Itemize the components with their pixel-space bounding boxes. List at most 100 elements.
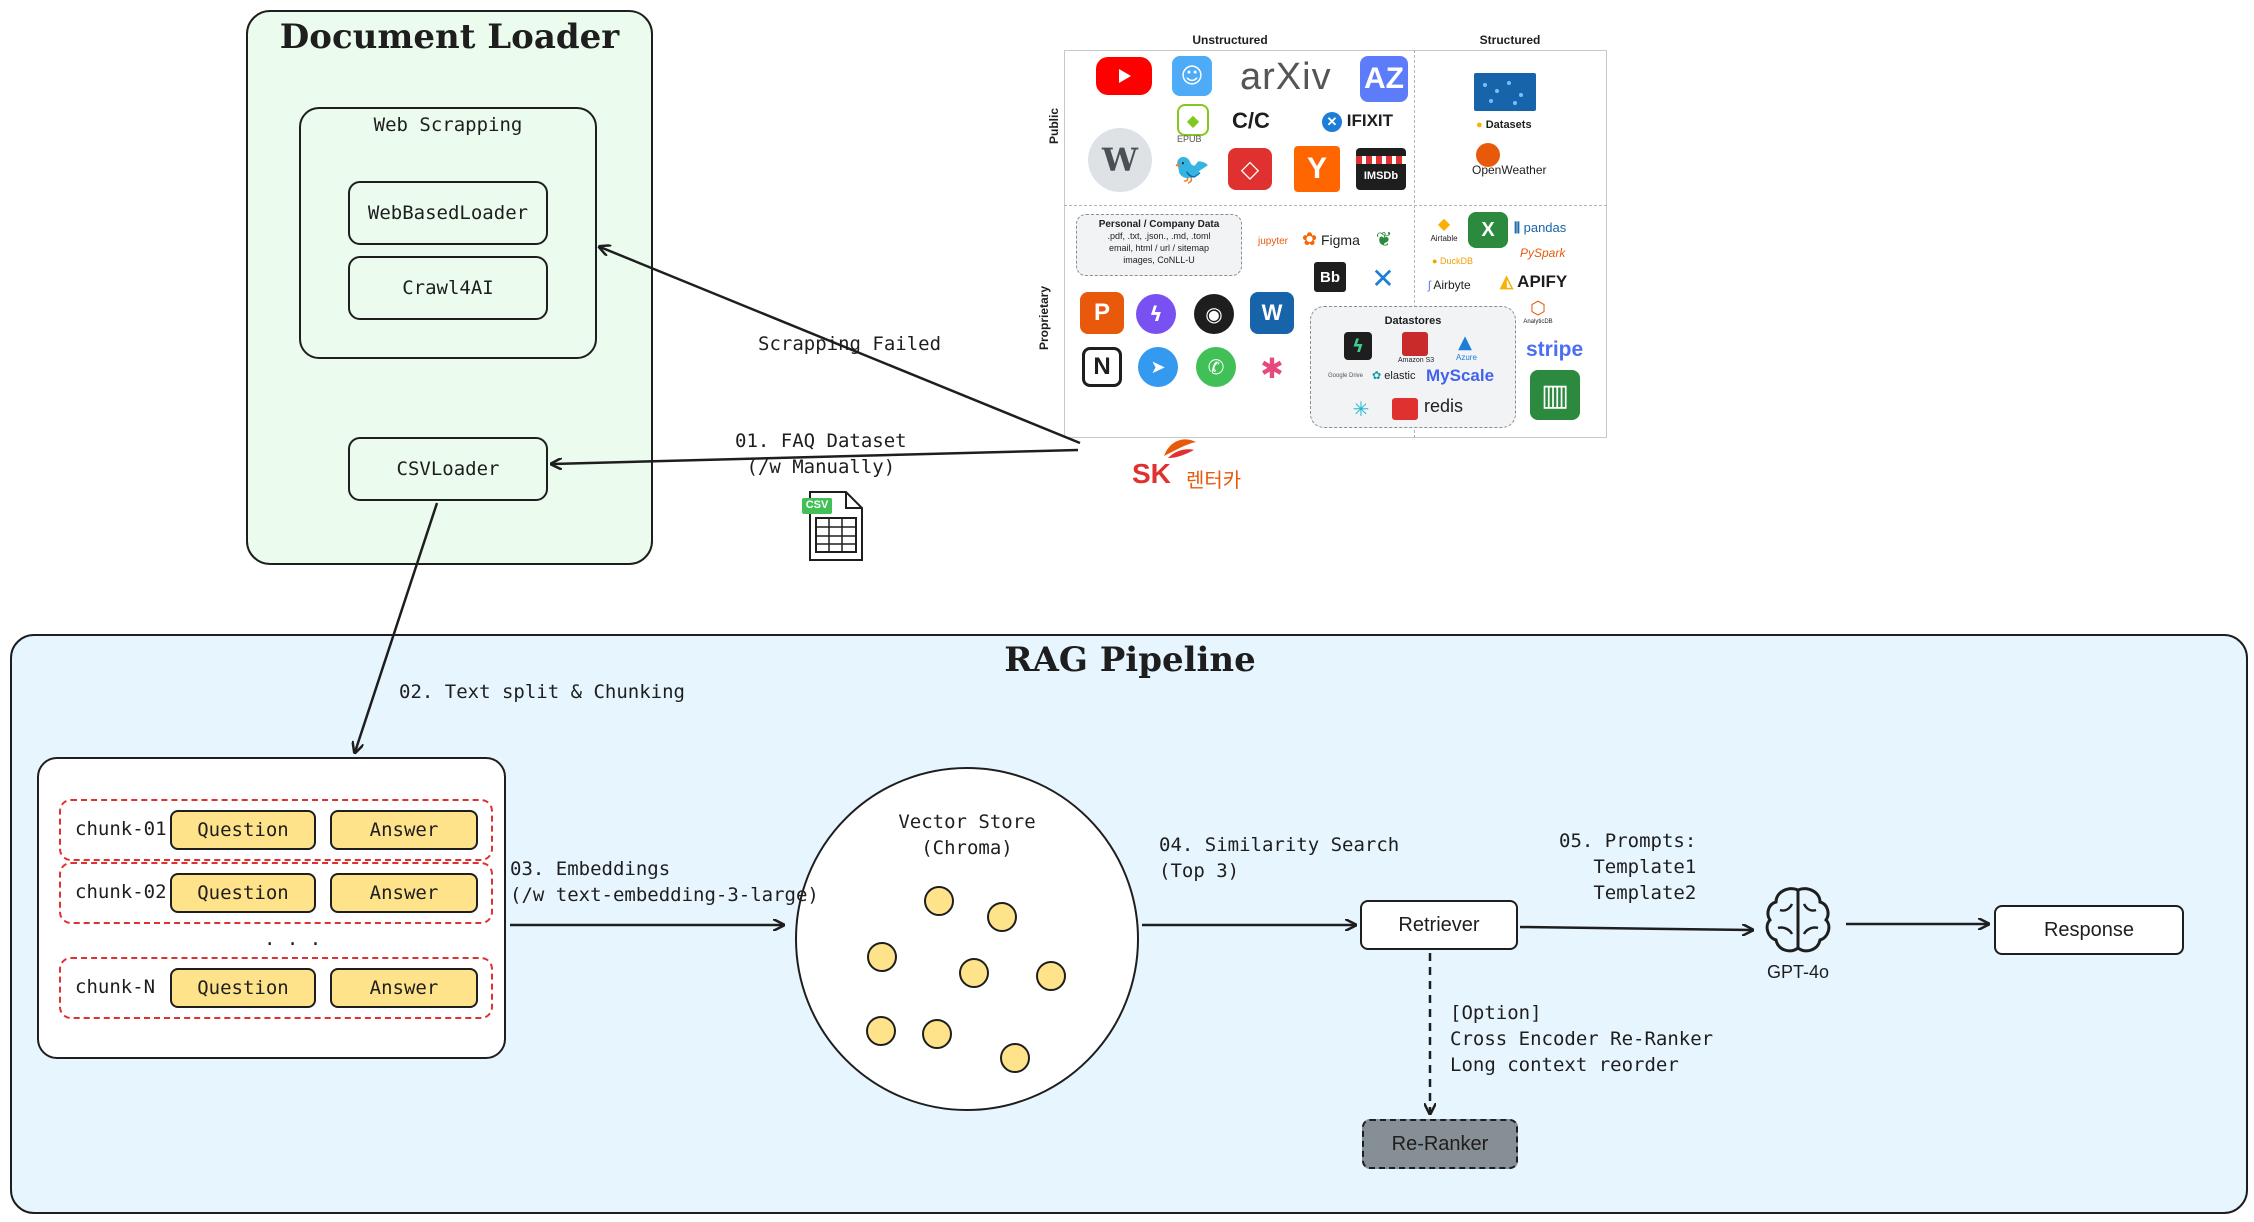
webbasedloader-label: WebBasedLoader [367,202,529,224]
pandas-label: pandas [1523,220,1567,235]
gpt-label: GPT-4o [1766,961,1830,982]
sk-logo-subtext: 렌터카 [1186,470,1242,492]
crawl4ai-label: Crawl4AI [402,277,494,299]
personal-data-title: Personal / Company Data [1098,219,1220,230]
chunk-row-2 [59,862,493,924]
personal-data-lines: .pdf, .txt, .json., .md, .toml email, ht… [1107,231,1211,265]
chunk-name-1: chunk-01 [75,818,167,840]
answer-text-1: Answer [369,819,439,841]
messenger-icon: ϟ [1136,294,1176,334]
stripe-logo: stripe [1526,338,1584,361]
embeddings-label: 03. Embeddings (/w text-embedding-3-larg… [510,858,819,906]
figma-logo: ✿ Figma [1302,229,1360,250]
csvloader-node[interactable]: CSVLoader [348,437,548,501]
airtable-icon: ◆ [1437,216,1451,233]
web-scrapping-label: Web Scrapping [373,114,523,136]
question-text-1: Question [197,819,289,841]
word-logo: W [1250,292,1294,334]
answer-chip-2: Answer [330,873,478,913]
analyticdb-icon: ⬡ [1530,298,1546,318]
chunk-ellipsis: . . . [264,928,322,950]
csv-file-icon [802,491,863,561]
prompts-label: 05. Prompts: Template1 Template2 [1559,830,1697,904]
public-header: Public [1047,108,1061,145]
airbyte-label: Airbyte [1433,278,1471,292]
faq-dataset-label: 01. FAQ Dataset (/w Manually) [735,430,907,478]
airtable-logo: ◆ Airtable [1424,214,1464,243]
sk-logo-text: SK [1132,458,1171,489]
retriever-node[interactable]: Retriever [1360,900,1518,950]
vector-dot [924,886,954,916]
elastic-icon: ✿ [1372,370,1382,382]
retriever-label: Retriever [1398,913,1480,936]
document-loader-title: Document Loader [279,17,620,57]
analyticdb-label: AnalyticDB [1523,319,1553,325]
reranker-node[interactable]: Re-Ranker [1362,1119,1518,1169]
brain-icon [1765,887,1831,953]
imsdb-label: IMSDb [1363,170,1399,182]
amazon-s3-icon [1402,332,1428,356]
openweather-icon [1476,143,1500,167]
question-chip-n: Question [170,968,316,1008]
figma-icon: ✿ [1302,229,1318,249]
question-text-2: Question [197,882,289,904]
robot-icon: ☺ [1172,56,1212,96]
vector-store-circle [795,767,1139,1111]
epub-label: EPUB [1177,134,1202,144]
analyticdb-logo: ⬡ AnalyticDB [1522,298,1554,325]
pyspark-logo: PySpark [1520,246,1566,260]
vector-dot [922,1019,952,1049]
personal-data-box: Personal / Company Data .pdf, .txt, .jso… [1076,214,1242,276]
grid-divider-horizontal [1064,205,1607,206]
chunk-row-n [59,957,493,1019]
supabase-icon: ϟ [1344,332,1372,360]
airbyte-icon: ʃ [1428,278,1431,292]
powerpoint-logo: P [1080,292,1124,334]
duckdb-logo: ● DuckDB [1432,256,1473,266]
ycombinator-logo: Y [1294,146,1340,192]
ifixit-logo: ✕ IFIXIT [1322,111,1393,132]
youtube-icon [1096,57,1152,95]
excel-logo: X [1468,212,1508,248]
text-split-label: 02. Text split & Chunking [399,681,685,703]
webbasedloader-node[interactable]: WebBasedLoader [348,181,548,245]
notion-logo: N [1082,347,1122,387]
elastic-label: elastic [1384,370,1416,382]
jupyter-logo: jupyter [1258,236,1289,247]
azure-icon: ▲ [1458,331,1472,353]
arxiv-logo: arXiv [1240,56,1332,98]
wikipedia-icon: W [1088,128,1152,192]
chunk-name-2: chunk-02 [75,881,167,903]
grid-divider-vertical [1414,50,1415,438]
response-node[interactable]: Response [1994,905,2184,955]
amazon-s3-label: Amazon S3 [1398,357,1435,364]
structured-header: Structured [1479,33,1541,47]
crawl4ai-node[interactable]: Crawl4AI [348,256,548,320]
m-logo-icon: ▥ [1530,370,1580,420]
duckdb-label: DuckDB [1439,256,1473,266]
imsdb-icon: IMSDb [1356,148,1406,190]
web-scrapping-box [299,107,597,359]
vector-dot [987,902,1017,932]
document-loader-panel [246,10,653,565]
answer-chip-n: Answer [330,968,478,1008]
vector-dot [959,958,989,988]
airbyte-logo: ʃ Airbyte [1428,278,1471,292]
telegram-icon: ➤ [1138,347,1178,387]
chunk-row-1 [59,799,493,861]
answer-text-2: Answer [369,882,439,904]
epub-icon: ◆ [1177,104,1209,136]
cc-logo: C/C [1232,108,1270,133]
gitbook-icon: ◇ [1228,148,1272,190]
confluence-icon: ✕ [1371,262,1395,294]
option-label: [Option] Cross Encoder Re-Ranker Long co… [1450,1002,1714,1076]
vector-dot [867,942,897,972]
rag-pipeline-title: RAG Pipeline [1004,640,1256,680]
elastic-logo: ✿ elastic [1372,369,1415,382]
vector-dot [866,1016,896,1046]
datastores-title: Datastores [1384,315,1442,327]
imsdb-stripe [1356,156,1406,164]
csv-icon-label: CSV [805,499,829,511]
unstructured-header: Unstructured [1192,33,1268,47]
vector-dot [1036,961,1066,991]
